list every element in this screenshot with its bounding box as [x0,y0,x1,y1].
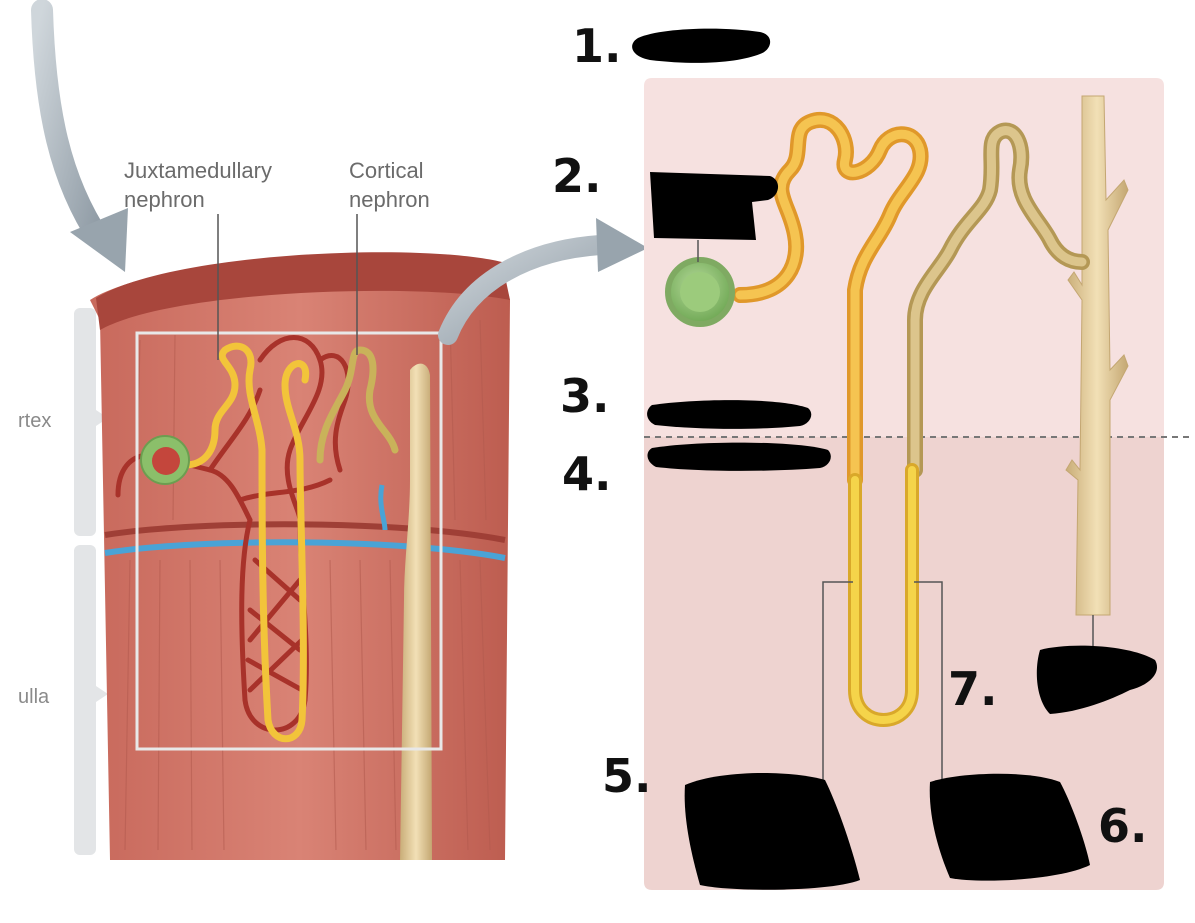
zoom-box [135,331,443,751]
redactions [632,28,1158,890]
number-1: 1. [572,19,621,73]
collecting-duct [1065,95,1129,616]
number-3: 3. [560,369,609,423]
redaction-1 [632,28,771,63]
number-5: 5. [602,749,651,803]
redaction-4 [647,442,831,471]
redaction-2 [650,172,779,240]
proximal-tubule-loop [732,112,929,727]
medulla-label: ulla [18,686,50,708]
number-7: 7. [948,662,997,716]
juxtamedullary-tubule [181,342,310,743]
glomerulus-small [140,435,190,485]
zoom-arrow [438,218,648,345]
glomerulus [665,257,735,327]
redaction-6 [929,773,1090,881]
distal-tubule [907,122,1090,478]
redaction-5 [684,773,860,890]
cortical-tubule [316,346,399,464]
redaction-7 [1036,645,1158,714]
cortex-label: rtex [18,410,51,432]
cortical-label-line1: Cortical [349,158,424,183]
redaction-3 [647,400,812,429]
juxtamedullary-label-line2: nephron [124,187,205,212]
curved-arrow-down [31,0,128,272]
number-4: 4. [562,447,611,501]
answer-numbers: 1. 2. 3. 4. 5. 6. 7. [552,19,1147,853]
number-2: 2. [552,149,601,203]
juxtamedullary-label-line1: Juxtamedullary [124,158,272,183]
number-6: 6. [1098,799,1147,853]
cortical-label-line2: nephron [349,187,430,212]
region-bracket-medulla [74,545,108,855]
collecting-duct-small [400,363,432,860]
blue-vessel-stub [378,484,388,531]
loop-brackets [822,581,943,780]
